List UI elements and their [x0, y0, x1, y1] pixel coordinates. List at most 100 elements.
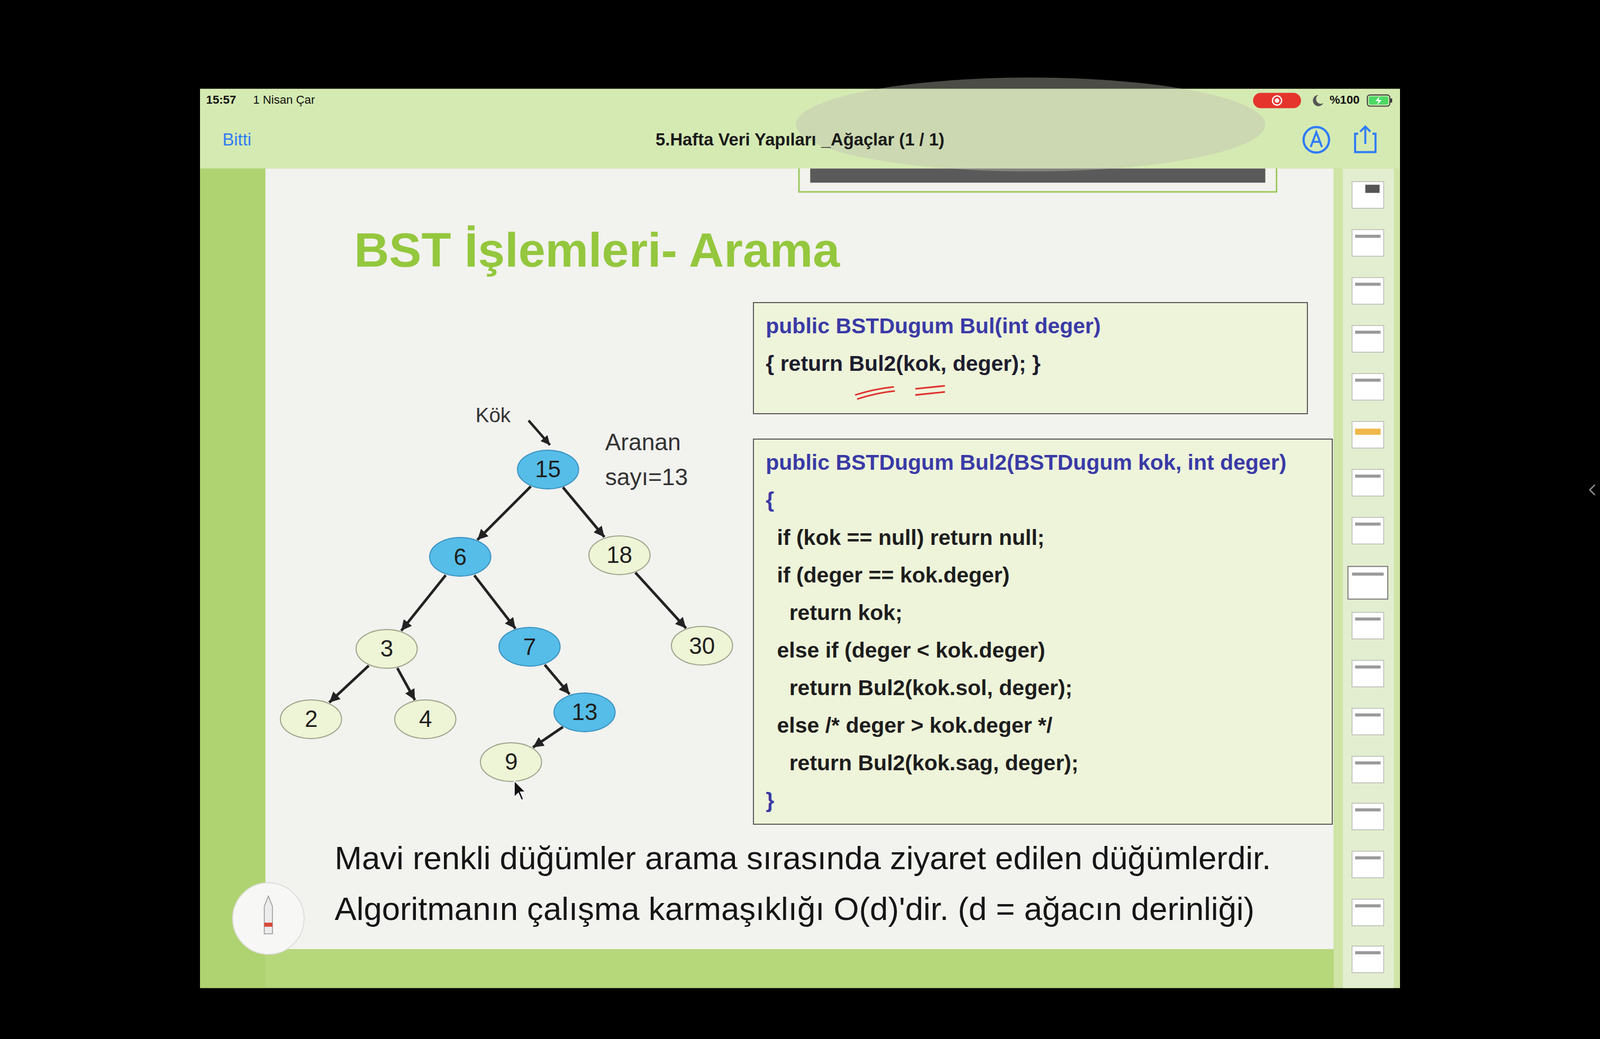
node-value: 9	[504, 749, 518, 775]
pencil-button	[232, 883, 305, 955]
tree-edge	[397, 668, 415, 700]
tree-node: 3	[355, 628, 419, 670]
node-shape	[588, 535, 651, 575]
thumbnail	[1351, 612, 1384, 640]
thumbnail	[1351, 469, 1384, 496]
code-text: public BSTDugum Bul2(BSTDugum kok, int d…	[765, 450, 1287, 475]
markup-glyph	[1310, 132, 1322, 148]
code-line: }	[765, 782, 1320, 820]
code-text: return Bul2(kok.sol, deger);	[789, 675, 1073, 700]
pencil-band	[264, 922, 273, 927]
thumbnail-mark	[1355, 617, 1381, 621]
code-line: if (kok == null) return null;	[765, 519, 1320, 557]
hand-underline	[857, 391, 895, 399]
tree-edge	[544, 665, 570, 695]
tree-node: 13	[552, 692, 617, 733]
charge-bolt	[1375, 96, 1383, 105]
search-value-note: Aranan sayı=13	[605, 424, 723, 496]
tree-edge	[401, 575, 446, 631]
battery-outline	[1367, 94, 1390, 106]
code-text: if (kok == null) return null;	[776, 525, 1045, 550]
tablet-screen	[200, 88, 1400, 989]
code-line: else if (deger < kok.deger)	[765, 631, 1320, 670]
status-time: 15:57	[206, 93, 237, 108]
thumbnail-mark	[1355, 282, 1381, 286]
tree-node: 2	[279, 698, 343, 740]
code-text: { return Bul2(kok, deger); }	[765, 351, 1041, 376]
thumbnail-mark	[1355, 665, 1381, 669]
thumbnail	[1351, 325, 1384, 352]
thumbnail-mark	[1355, 951, 1381, 955]
node-value: 6	[453, 544, 467, 570]
document-title: 5.Hafta Veri Yapıları _Ağaçlar (1 / 1)	[655, 129, 945, 151]
node-shape	[394, 700, 457, 739]
hand-underline	[915, 385, 945, 389]
thumbnail-mark	[1365, 184, 1380, 193]
node-shape	[480, 742, 542, 782]
bottom-strip	[265, 949, 1334, 988]
thumbnail	[1351, 899, 1384, 926]
code-line: public BSTDugum Bul2(BSTDugum kok, int d…	[765, 443, 1320, 482]
code-text: else if (deger < kok.deger)	[776, 638, 1045, 663]
thumbnail-mark	[1355, 761, 1381, 765]
thumbnail	[1351, 708, 1384, 735]
node-value: 30	[688, 633, 715, 659]
record-pill	[1252, 93, 1302, 109]
tree-edge	[477, 486, 531, 541]
hand-underline	[855, 386, 894, 395]
visited-node-shape	[553, 693, 616, 732]
mouse-cursor	[514, 780, 526, 801]
record-dot	[1274, 98, 1279, 103]
tree-edge	[562, 487, 605, 538]
thumbnail	[1351, 517, 1384, 544]
tree-node: 9	[479, 741, 543, 783]
thumbnail	[1351, 373, 1384, 400]
thumbnail-mark	[1355, 904, 1381, 908]
code-text: }	[765, 788, 775, 813]
pencil-icon	[264, 896, 273, 934]
thumbnail	[1351, 277, 1384, 305]
thumbnail-mark	[1351, 572, 1384, 576]
record-ring	[1272, 95, 1282, 105]
thumbnail-panel	[1342, 168, 1394, 988]
thumbnail	[1351, 181, 1384, 208]
left-strip	[200, 168, 266, 988]
thumbnail-sidebar	[1333, 168, 1400, 988]
node-value: 4	[419, 706, 432, 732]
tree-edge	[474, 575, 516, 630]
thumbnail-mark	[1355, 474, 1381, 478]
share-icon	[1355, 126, 1376, 152]
thumbnail	[1351, 421, 1384, 449]
node-value: 3	[380, 635, 394, 662]
thumbnail-mark	[1355, 713, 1381, 717]
thumbnail-mark	[1355, 330, 1381, 334]
thumbnail	[1351, 229, 1384, 257]
moon-icon	[1312, 94, 1324, 106]
node-value: 15	[534, 456, 561, 483]
tree-node: 30	[670, 625, 734, 667]
node-value: 18	[606, 542, 633, 568]
blur-patch	[795, 77, 1266, 172]
thumbnail-current	[1348, 566, 1388, 600]
tree-edge	[532, 726, 563, 748]
thumbnail	[1351, 851, 1384, 878]
code-line: public BSTDugum Bul(int deger)	[765, 307, 1296, 345]
thumbnail	[1351, 756, 1384, 784]
root-label: Kök	[475, 403, 511, 428]
code-box: public BSTDugum Bul(int deger) { return B…	[752, 302, 1308, 415]
thumbnails	[1348, 181, 1388, 973]
thumbnail-mark	[1355, 808, 1381, 812]
node-shape	[280, 700, 342, 739]
thumbnail-mark	[1355, 378, 1381, 383]
code-line: { return Bul2(kok, deger); }	[765, 344, 1296, 383]
thumbnail	[1351, 803, 1384, 830]
visited-node-shape	[498, 627, 561, 667]
caption-line: Algoritmanın çalışma karmaşıklığı O(d)'d…	[334, 889, 1255, 929]
battery-tip	[1390, 98, 1393, 103]
side-chevron	[1589, 484, 1596, 495]
markup-icon	[1303, 126, 1330, 153]
tree-node: 4	[393, 698, 458, 740]
code-box: public BSTDugum Bul2(BSTDugum kok, int d…	[752, 438, 1333, 825]
code-line: return kok;	[765, 594, 1320, 632]
